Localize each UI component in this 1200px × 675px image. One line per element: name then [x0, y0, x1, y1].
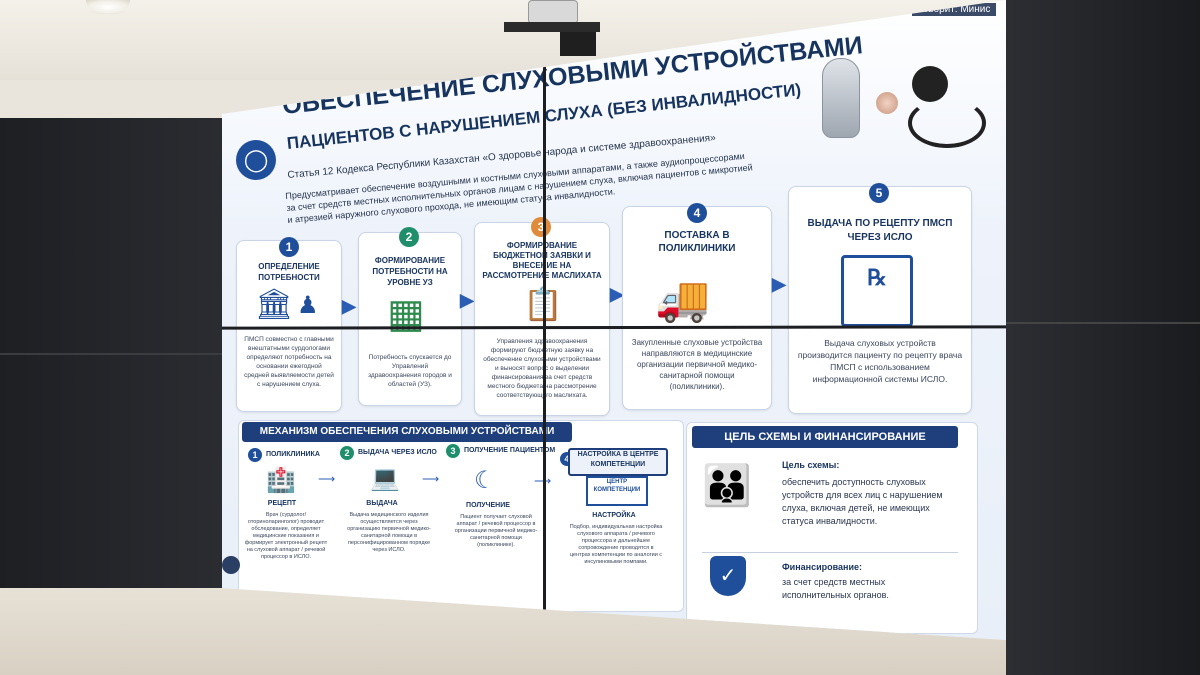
mechanism-step-sub: РЕЦЕПТ: [267, 500, 297, 507]
arrow-right-icon: ▶: [610, 284, 624, 304]
mechanism-step-number: 2: [340, 446, 354, 460]
doctor-icon: ♟: [297, 292, 319, 319]
mechanism-step-sub: НАСТРОЙКА: [592, 512, 636, 519]
clipboard-check-icon: 📋: [523, 285, 563, 323]
financing-text: за счет средств местных исполнительных о…: [782, 577, 889, 600]
step-card-5: 5 ВЫДАЧА ПО РЕЦЕПТУ ПМСП ЧЕРЕЗ ИСЛО ℞ Вы…: [788, 183, 972, 414]
ceiling-light: [86, 0, 130, 14]
arrow-right-icon: ⟶: [318, 472, 336, 486]
hearing-aid-icon: ☾: [474, 467, 496, 494]
mechanism-step-number: 1: [248, 448, 262, 462]
step-card-2: 2 ФОРМИРОВАНИЕ ПОТРЕБНОСТИ НА УРОВНЕ УЗ …: [358, 227, 462, 406]
mechanism-step-label: ВЫДАЧА ЧЕРЕЗ ИСЛО: [358, 449, 437, 456]
step-title: ФОРМИРОВАНИЕ ПОТРЕБНОСТИ НА УРОВНЕ УЗ: [372, 256, 448, 287]
video-wall-right-panel: [1006, 0, 1200, 675]
step-number: 1: [279, 237, 299, 257]
audio-processor-icon: [912, 66, 948, 102]
step-title: ФОРМИРОВАНИЕ БЮДЖЕТНОЙ ЗАЯВКИ И ВНЕСЕНИЕ…: [482, 241, 602, 280]
competence-center-icon: ЦЕНТР КОМПЕТЕНЦИИ: [586, 476, 648, 506]
arrow-right-icon: ▶: [342, 296, 356, 316]
step-card-3: 3 ФОРМИРОВАНИЕ БЮДЖЕТНОЙ ЗАЯВКИ И ВНЕСЕН…: [474, 217, 610, 416]
arrow-right-icon: ▶: [772, 274, 786, 294]
arrow-right-icon: ▶: [460, 290, 474, 310]
mechanism-step-label: ПОЛИКЛИНИКА: [266, 451, 320, 458]
mechanism-step-text: Врач (сурдолог/оториноларинголог) провод…: [244, 512, 328, 560]
step-title: ОПРЕДЕЛЕНИЕ ПОТРЕБНОСТИ: [258, 262, 320, 282]
step-number: 3: [531, 217, 551, 237]
mechanism-step-sub: ПОЛУЧЕНИЕ: [466, 502, 510, 509]
step-card-4: 4 ПОСТАВКА В ПОЛИКЛИНИКИ 🚚 Закупленные с…: [622, 203, 772, 410]
step-title: ПОСТАВКА В ПОЛИКЛИНИКИ: [658, 230, 736, 254]
conference-camera: [504, 0, 600, 56]
financing-label: Финансирование:: [782, 562, 863, 572]
pen-tool-icon[interactable]: [222, 556, 240, 574]
prescription-icon: ℞: [841, 255, 913, 327]
center-sign: ЦЕНТР КОМПЕТЕНЦИИ: [593, 479, 641, 493]
goal-text: обеспечить доступность слуховых устройст…: [782, 477, 943, 526]
mechanism-step-text: Подбор, индивидуальная настройка слухово…: [569, 524, 663, 565]
mechanism-step-text: Пациент получает слуховой аппарат / рече…: [454, 514, 538, 548]
ear-icon: ◯: [236, 140, 276, 180]
step-text: Управления здравоохранения формируют бюд…: [483, 338, 601, 399]
mechanism-header: МЕХАНИЗМ ОБЕСПЕЧЕНИЯ СЛУХОВЫМИ УСТРОЙСТВ…: [242, 422, 572, 442]
earpiece-icon: [876, 92, 898, 114]
mechanism-step-label: НАСТРОЙКА В ЦЕНТРЕ КОМПЕТЕНЦИИ: [568, 448, 668, 476]
goal-panel: [686, 422, 978, 634]
presentation-screen: Говорит: Минис ◯ ОБЕСПЕЧЕНИЕ СЛУХОВЫМИ У…: [222, 0, 1006, 640]
arrow-right-icon: ⟶: [534, 474, 551, 488]
arrow-right-icon: ⟶: [422, 472, 440, 486]
mechanism-step-number: 3: [446, 444, 460, 458]
family-icon: 👪: [702, 464, 752, 508]
computer-check-icon: 💻: [370, 465, 400, 492]
step-text: ПМСП совместно с главными внештатными су…: [244, 336, 334, 388]
step-number: 5: [869, 183, 889, 203]
hearing-devices-image: [812, 58, 992, 148]
step-text: Выдача слуховых устройств производится п…: [797, 338, 963, 384]
ambulance-truck-icon: 🚚: [655, 275, 710, 324]
video-wall-seam: [543, 60, 546, 620]
step-text: Потребность спускается до Управлений здр…: [368, 354, 452, 388]
step-title: ВЫДАЧА ПО РЕЦЕПТУ ПМСП ЧЕРЕЗ ИСЛО: [807, 218, 953, 243]
step-number: 4: [687, 203, 707, 223]
step-number: 2: [399, 227, 419, 247]
hospital-icon: 🏛: [255, 288, 294, 321]
goal-label: Цель схемы:: [782, 460, 840, 470]
city-buildings-icon: ▦: [387, 292, 425, 336]
divider: [702, 552, 958, 553]
step-text: Закупленные слуховые устройства направля…: [631, 338, 763, 391]
mechanism-step-text: Выдача медицинского изделия осуществляет…: [347, 512, 431, 553]
mechanism-step-sub: ВЫДАЧА: [366, 500, 398, 507]
hearing-aid-icon: [822, 58, 860, 138]
video-wall-left-panel: [0, 118, 222, 588]
mechanism-step-label: ПОЛУЧЕНИЕ ПАЦИЕНТОМ: [464, 447, 556, 454]
processor-cable-icon: [908, 98, 986, 148]
shield-check-icon: ✓: [710, 556, 746, 596]
clinic-icon: 🏥: [266, 467, 296, 494]
goal-header: ЦЕЛЬ СХЕМЫ И ФИНАНСИРОВАНИЕ: [692, 426, 958, 448]
